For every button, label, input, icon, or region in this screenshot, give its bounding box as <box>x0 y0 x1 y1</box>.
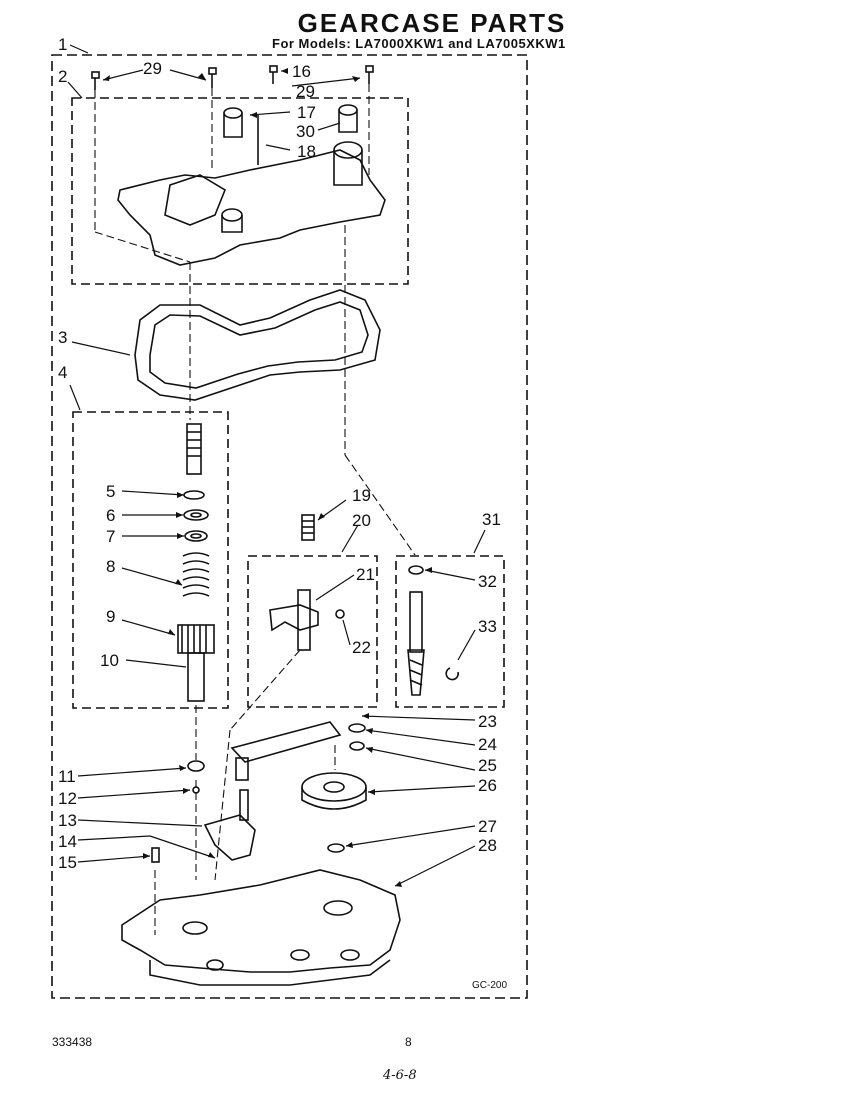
callout-19: 19 <box>352 486 371 505</box>
callout-33: 33 <box>478 617 497 636</box>
callout-9: 9 <box>106 607 115 626</box>
bolt-group <box>91 65 374 90</box>
callout-32: 32 <box>478 572 497 591</box>
shift-assembly-box <box>247 555 378 708</box>
callout-1: 1 <box>58 35 67 54</box>
callout-7: 7 <box>106 527 115 546</box>
callout-8: 8 <box>106 557 115 576</box>
callout-11: 11 <box>58 767 76 786</box>
pinion-assembly-box <box>395 555 505 708</box>
gasket <box>134 289 381 401</box>
leader-lines <box>67 44 486 887</box>
diagram-code: GC-200 <box>472 980 507 991</box>
callout-13: 13 <box>58 811 77 830</box>
callout-5: 5 <box>106 482 115 501</box>
callout-25: 25 <box>478 756 497 775</box>
callout-20: 20 <box>352 511 371 530</box>
callout-23: 23 <box>478 712 497 731</box>
callout-12: 12 <box>58 789 77 808</box>
gearcase-housing <box>121 869 401 973</box>
callout-labels: 1 2 3 4 5 6 7 8 9 10 11 12 13 14 15 16 1… <box>58 35 507 991</box>
shaft-assembly-box <box>72 411 229 709</box>
callout-10: 10 <box>100 651 119 670</box>
callout-3: 3 <box>58 328 67 347</box>
agitator-shaft <box>177 423 215 702</box>
page-subtitle: For Models: LA7000XKW1 and LA7005XKW1 <box>272 36 566 51</box>
alignment-lines <box>94 84 416 935</box>
page-title: GEARCASE PARTS <box>297 8 567 38</box>
assembly-frame <box>51 54 528 999</box>
callout-29-right: 29 <box>296 82 315 101</box>
callout-29-left: 29 <box>143 59 162 78</box>
callout-6: 6 <box>106 506 115 525</box>
callout-30: 30 <box>296 122 315 141</box>
callout-24: 24 <box>478 735 497 754</box>
handwritten-note: 4-6-8 <box>383 1068 417 1083</box>
cover-assembly-box <box>71 97 409 285</box>
gearcase-cover <box>117 141 386 266</box>
document-number: 333438 <box>52 1035 93 1049</box>
callout-31: 31 <box>482 510 501 529</box>
callout-14: 14 <box>58 832 77 851</box>
callout-27: 27 <box>478 817 497 836</box>
callout-15: 15 <box>58 853 77 872</box>
callout-2: 2 <box>58 67 67 86</box>
callout-22: 22 <box>352 638 371 657</box>
callout-16: 16 <box>292 62 311 81</box>
page-number: 8 <box>405 1035 412 1049</box>
arrowheads <box>103 68 432 887</box>
callout-18: 18 <box>297 142 316 161</box>
callout-4: 4 <box>58 363 67 382</box>
callout-28: 28 <box>478 836 497 855</box>
callout-26: 26 <box>478 776 497 795</box>
callout-21: 21 <box>356 565 375 584</box>
callout-17: 17 <box>297 103 316 122</box>
